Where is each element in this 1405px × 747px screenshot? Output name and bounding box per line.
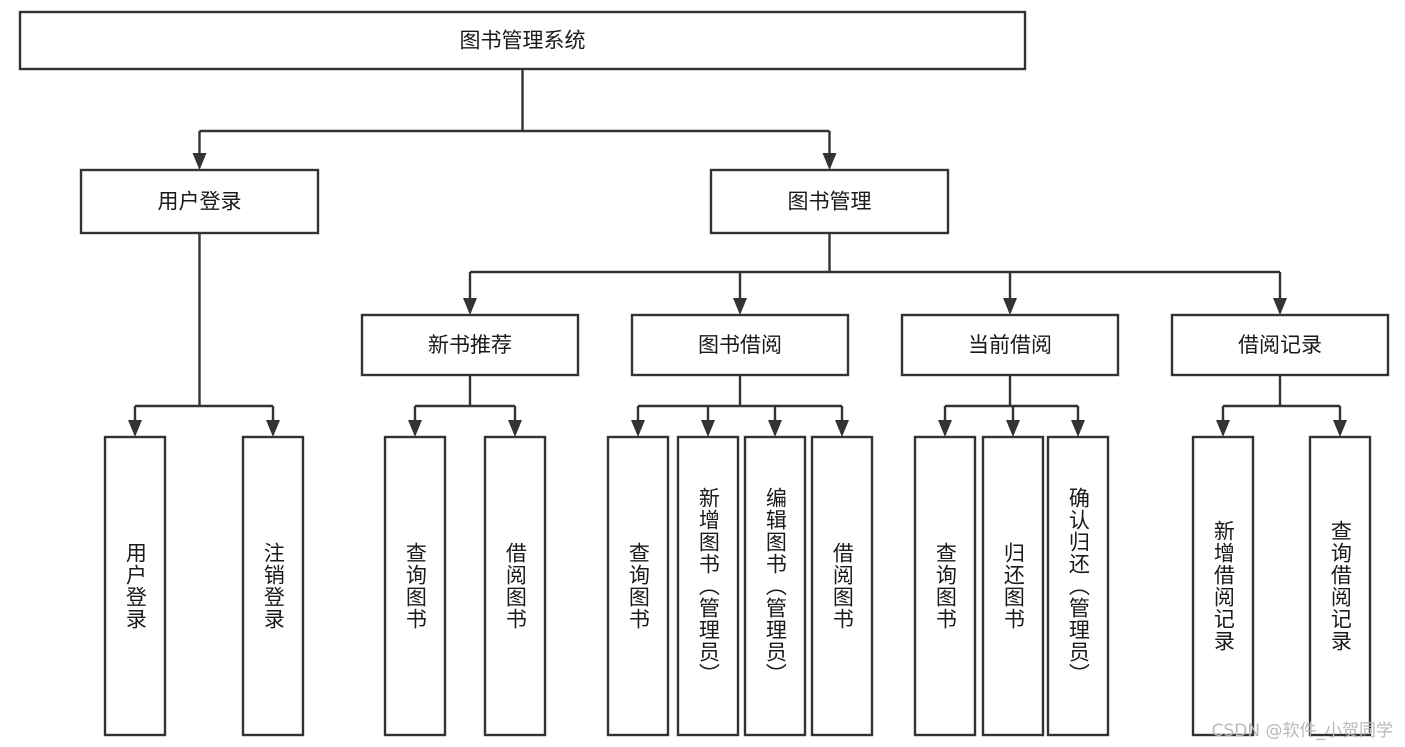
arrow-head [1333,420,1347,437]
node-box-leaf-borrow-book-recommend[interactable] [483,435,547,737]
arrow-head [733,298,747,315]
arrow-head [1273,298,1287,315]
node-box-book-borrow[interactable] [630,313,850,377]
node-box-leaf-logout[interactable] [241,435,305,737]
arrow-head [1006,420,1020,437]
node-label-borrow-record: 借阅记录 [1238,333,1322,357]
arrow-head [508,420,522,437]
node-box-leaf-borrow-book[interactable] [810,435,874,737]
arrow-head [822,153,837,170]
arrow-head [1216,420,1230,437]
node-box-leaf-add-borrow-record[interactable] [1191,435,1255,737]
node-label-book-management: 图书管理 [788,190,872,214]
node-box-leaf-return-book[interactable] [981,435,1045,737]
arrow-head [835,420,849,437]
node-label-user-login: 用户登录 [158,190,242,214]
node-box-leaf-query-book-current[interactable] [913,435,977,737]
watermark-text: CSDN @软件_小贺同学 [1211,721,1393,741]
node-box-leaf-add-book[interactable] [676,435,740,737]
node-label-new-book-recommend: 新书推荐 [428,333,512,357]
arrow-head [631,420,645,437]
node-box-root[interactable] [18,10,1027,71]
node-label-current-borrow: 当前借阅 [968,333,1052,357]
arrow-head [408,420,422,437]
arrow-head [266,420,280,437]
node-box-leaf-edit-book[interactable] [743,435,807,737]
node-label-book-borrow: 图书借阅 [698,333,782,357]
node-box-leaf-query-borrow-record[interactable] [1308,435,1372,737]
node-box-user-login[interactable] [79,168,320,235]
arrow-head [768,420,782,437]
node-box-leaf-user-login[interactable] [103,435,167,737]
node-box-leaf-confirm-return[interactable] [1046,435,1110,737]
arrow-head [192,153,207,170]
node-box-new-book-recommend[interactable] [360,313,580,377]
arrow-head [128,420,142,437]
box-layer [18,10,1390,737]
node-box-leaf-query-book-recommend[interactable] [383,435,447,737]
node-box-current-borrow[interactable] [900,313,1120,377]
arrow-head [701,420,715,437]
arrow-head [1071,420,1085,437]
node-box-book-management[interactable] [709,168,950,235]
connector-layer [128,69,1347,437]
arrow-head [938,420,952,437]
node-label-root: 图书管理系统 [460,29,586,53]
arrow-head [463,298,477,315]
node-box-borrow-record[interactable] [1170,313,1390,377]
node-box-leaf-query-book-borrow[interactable] [606,435,670,737]
arrow-head [1003,298,1017,315]
